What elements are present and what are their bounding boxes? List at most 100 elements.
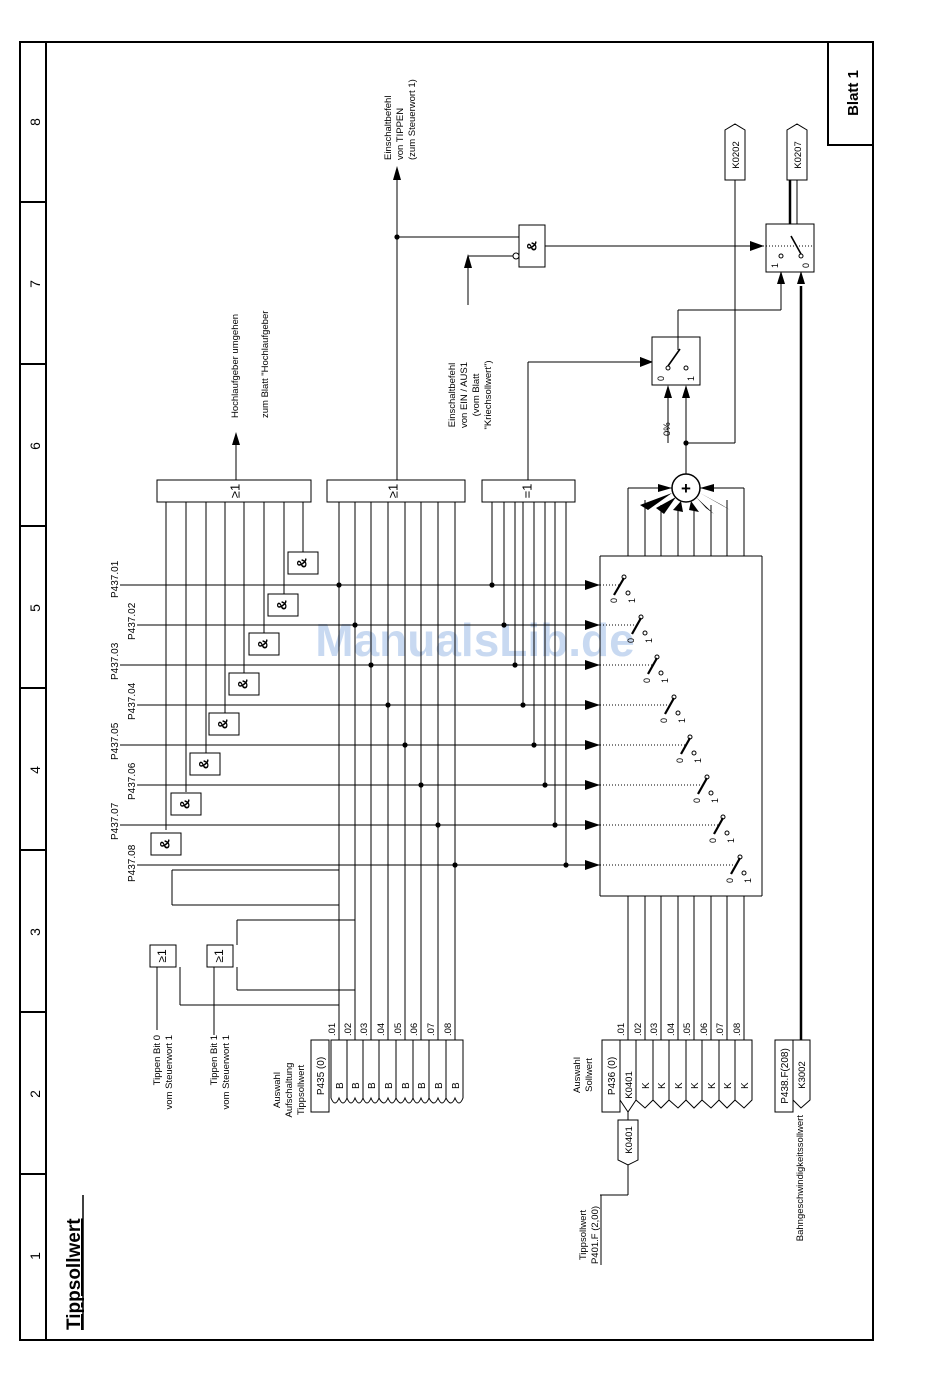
svg-text:0: 0 xyxy=(609,598,619,603)
svg-text:1: 1 xyxy=(743,878,753,883)
ruler-number-6: 6 xyxy=(27,442,43,450)
zero-one-switch-box xyxy=(651,336,701,386)
b-cell-3: B xyxy=(367,1082,378,1089)
and-gate-label-1: & xyxy=(294,558,310,568)
p437-05: P437.05 xyxy=(110,722,121,760)
and-gate-label-6: & xyxy=(196,759,212,769)
k-index-02: .02 xyxy=(633,1023,644,1036)
svg-text:0: 0 xyxy=(708,838,718,843)
b-cell-8: B xyxy=(451,1082,462,1089)
zero-one-switch xyxy=(665,337,689,371)
output-switch-1: 1 xyxy=(770,263,780,268)
b-cell-4: B xyxy=(384,1082,395,1089)
watermark: ManualsLib.de xyxy=(315,614,634,666)
einschalt-ein-1: Einschaltbefehl xyxy=(447,363,458,427)
p437-06: P437.06 xyxy=(127,762,138,800)
ruler-number-8: 8 xyxy=(27,118,43,126)
sheet-label-box xyxy=(827,41,874,146)
k-cell-8: K xyxy=(740,1082,751,1089)
and-gate-label-8: & xyxy=(157,839,173,849)
einschalt-tippen-2: von TIPPEN xyxy=(395,108,406,160)
p437-labels: P437.01 P437.02 P437.03 P437.04 P437.05 … xyxy=(110,560,138,882)
summing-junction xyxy=(671,473,701,503)
k-index-08: .08 xyxy=(732,1023,743,1036)
svg-text:1: 1 xyxy=(677,718,687,723)
b-index-07: .07 xyxy=(426,1023,437,1036)
k-cell-6: K xyxy=(707,1082,718,1089)
svg-text:0: 0 xyxy=(642,678,652,683)
p437-02: P437.02 xyxy=(127,602,138,640)
k0202-connector xyxy=(724,123,746,181)
ruler-number-3: 3 xyxy=(27,928,43,936)
arrow-heads xyxy=(232,166,805,870)
p437-08: P437.08 xyxy=(127,844,138,882)
selector-switches xyxy=(613,574,747,876)
ruler-number-7: 7 xyxy=(27,280,43,288)
k0207-label: K0207 xyxy=(793,141,804,168)
tippsollwert-label-2: P401.F (2,00) xyxy=(590,1206,601,1264)
and-gate-einschalt-label: & xyxy=(524,241,540,251)
k3002-label: K3002 xyxy=(797,1061,808,1088)
einschalt-ein-3: (vom Blatt xyxy=(471,373,482,416)
k-cell-5: K xyxy=(690,1082,701,1089)
p436-first-k: K0401 xyxy=(624,1071,635,1098)
svg-text:0: 0 xyxy=(675,758,685,763)
tippen-bit0-line1: Tippen Bit 0 xyxy=(152,1035,163,1085)
svg-text:0: 0 xyxy=(725,878,735,883)
svg-text:1: 1 xyxy=(693,758,703,763)
p437-04: P437.04 xyxy=(127,682,138,720)
and-gate-label-4: & xyxy=(235,679,251,689)
or-gate-tippen-label: ≥1 xyxy=(385,484,400,498)
p436-indices: .01 .02 .03 .04 .05 .06 .07 .08 xyxy=(616,1023,743,1036)
ruler-number-4: 4 xyxy=(27,766,43,774)
b-cell-2: B xyxy=(351,1082,362,1089)
ruler-ticks xyxy=(20,201,46,1175)
tippen-bit1-line2: vom Steuerwort 1 xyxy=(221,1035,232,1109)
p437-07: P437.07 xyxy=(110,802,121,840)
output-switch xyxy=(766,235,814,259)
auswahl-aufschaltung-1: Auswahl xyxy=(272,1072,283,1108)
b-index-05: .05 xyxy=(393,1023,404,1036)
or-gate-hochlauf-label: ≥1 xyxy=(227,484,242,498)
and-gate-label-7: & xyxy=(177,799,193,809)
svg-text:1: 1 xyxy=(627,598,637,603)
svg-text:1: 1 xyxy=(726,838,736,843)
xor-gate xyxy=(481,479,576,503)
or-gate-bit1-label: ≥1 xyxy=(212,949,226,963)
p435-b-letters: B B B B B B B B xyxy=(335,1082,462,1089)
output-switch-0: 0 xyxy=(801,263,811,268)
and-gate-label-5: & xyxy=(215,719,231,729)
hochlauf-label-1: Hochlaufgeber umgehen xyxy=(230,314,241,418)
or-gate-bit0 xyxy=(149,944,177,968)
b-cell-1: B xyxy=(335,1082,346,1089)
ruler-number-2: 2 xyxy=(27,1090,43,1098)
p435-indices: .01 .02 .03 .04 .05 .06 .07 .08 xyxy=(327,1023,454,1036)
einschalt-tippen-3: (zum Steuerwort 1) xyxy=(407,79,418,160)
bahngeschw-label: Bahngeschwindigkeitssollwert xyxy=(795,1115,806,1242)
tippen-bit1-line1: Tippen Bit 1 xyxy=(209,1035,220,1085)
b-index-06: .06 xyxy=(409,1023,420,1036)
output-switch-box xyxy=(765,223,815,273)
or-gate-tippen xyxy=(326,479,466,503)
zero-one-switch-0: 0 xyxy=(656,376,666,381)
k-cell-4: K xyxy=(674,1082,685,1089)
p435-b-cells xyxy=(330,1039,464,1104)
p438-label: P438.F(208) xyxy=(780,1048,791,1104)
svg-text:1: 1 xyxy=(710,798,720,803)
page-title: Tippsollwert xyxy=(64,1218,85,1330)
svg-text:0: 0 xyxy=(659,718,669,723)
b-cell-5: B xyxy=(401,1082,412,1089)
b-index-01: .01 xyxy=(327,1023,338,1036)
einschalt-tippen-1: Einschaltbefehl xyxy=(383,96,394,160)
switch-dotted-lines xyxy=(600,584,736,866)
auswahl-sollwert-1: Auswahl xyxy=(572,1057,583,1093)
k-cell-2: K xyxy=(641,1082,652,1089)
and-gate-einschalt-inverter xyxy=(512,252,520,260)
k-index-04: .04 xyxy=(666,1023,677,1036)
b-index-03: .03 xyxy=(359,1023,370,1036)
auswahl-aufschaltung-3: Tippsollwert xyxy=(296,1064,307,1115)
svg-text:1: 1 xyxy=(660,678,670,683)
k-index-03: .03 xyxy=(649,1023,660,1036)
zero-one-switch-1: 1 xyxy=(686,376,696,381)
or-gate-hochlauf xyxy=(156,479,312,503)
